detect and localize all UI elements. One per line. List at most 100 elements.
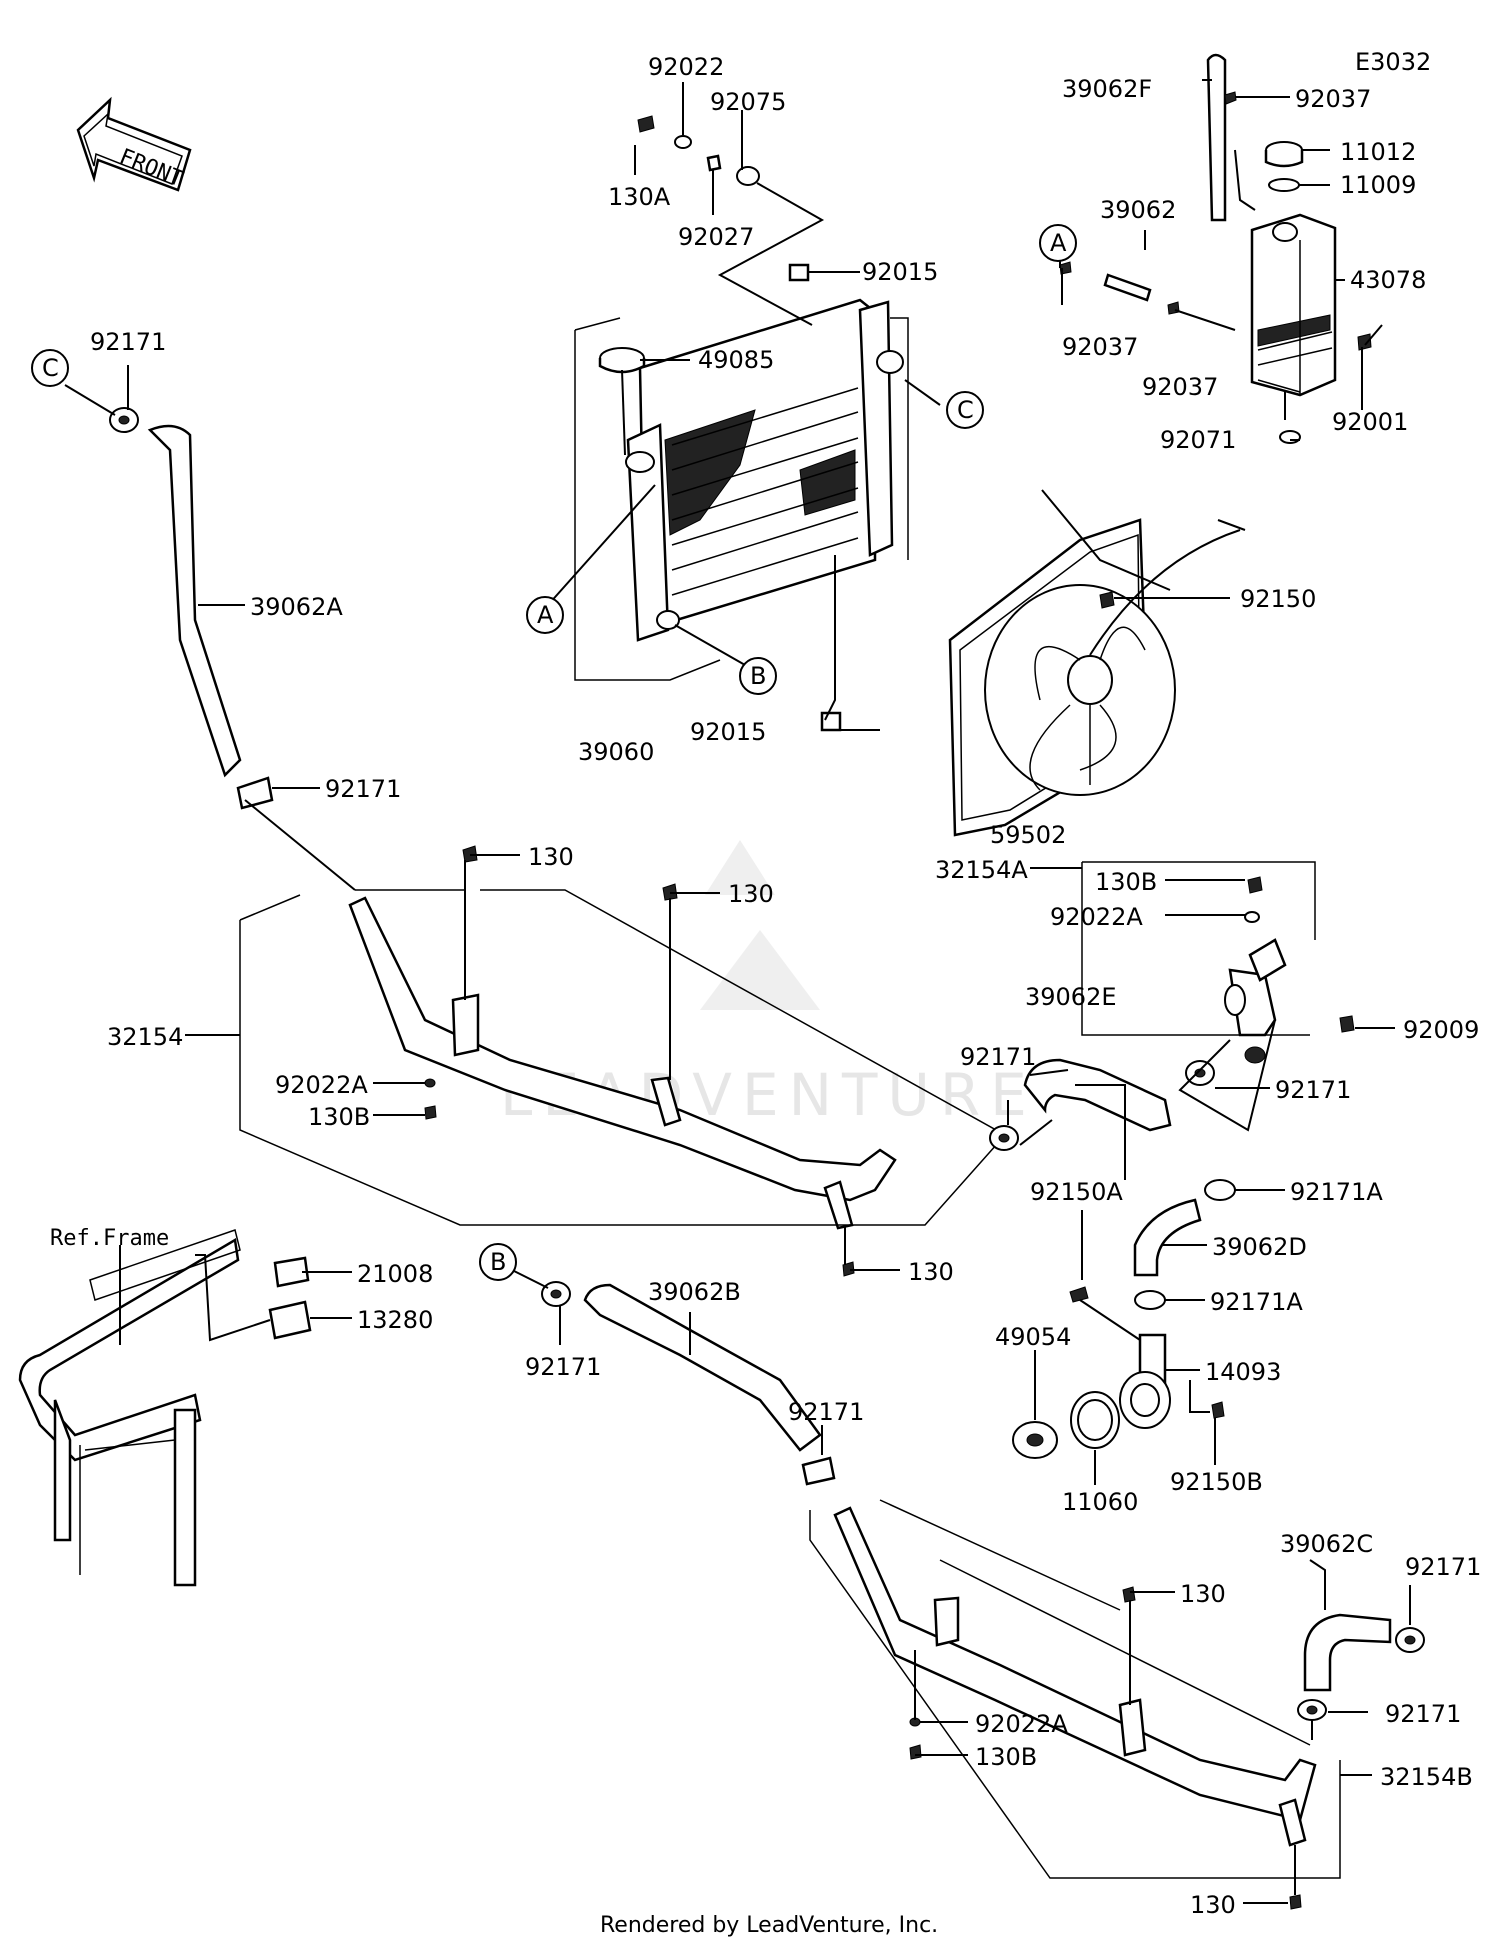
label-92015-bottom: 92015 bbox=[690, 718, 766, 746]
label-32154A: 32154A bbox=[935, 856, 1028, 884]
label-130-1: 130 bbox=[528, 843, 574, 871]
coolant-pipe-a[interactable] bbox=[1224, 938, 1287, 1037]
reference-frame bbox=[18, 1229, 241, 1587]
label-92037-mid: 92037 bbox=[1142, 373, 1218, 401]
label-49085: 49085 bbox=[698, 346, 774, 374]
label-130B-3: 130B bbox=[975, 1743, 1037, 1771]
hose-39062E[interactable] bbox=[1023, 1058, 1172, 1132]
label-92150A: 92150A bbox=[1030, 1178, 1123, 1206]
hose-clamp-e2[interactable] bbox=[1185, 1060, 1215, 1086]
overflow-hose[interactable] bbox=[1206, 53, 1227, 222]
reservoir-hose[interactable] bbox=[1103, 273, 1152, 302]
hose-39062D[interactable] bbox=[1133, 1198, 1202, 1277]
radiator[interactable] bbox=[574, 298, 909, 681]
label-92150: 92150 bbox=[1240, 585, 1316, 613]
hose-clamp-c3[interactable] bbox=[1297, 1699, 1327, 1721]
upper-radiator-hose[interactable] bbox=[147, 424, 242, 778]
label-130B-1: 130B bbox=[308, 1103, 370, 1131]
label-92022A-1: 92022A bbox=[275, 1071, 368, 1099]
label-130-3: 130 bbox=[908, 1258, 954, 1286]
label-92001: 92001 bbox=[1332, 408, 1408, 436]
label-11060: 11060 bbox=[1062, 1488, 1138, 1516]
label-39062: 39062 bbox=[1100, 196, 1176, 224]
label-92009: 92009 bbox=[1403, 1016, 1479, 1044]
label-92037-top: 92037 bbox=[1295, 85, 1371, 113]
label-39062F: 39062F bbox=[1062, 75, 1152, 103]
label-130-4: 130 bbox=[1180, 1580, 1226, 1608]
label-92015-top: 92015 bbox=[862, 258, 938, 286]
label-92171-c: 92171 bbox=[90, 328, 166, 356]
ref-circle-b-radiator: B bbox=[739, 657, 777, 695]
ref-circle-a-left: A bbox=[526, 596, 564, 634]
relay-13280[interactable] bbox=[268, 1300, 312, 1340]
label-39062D: 39062D bbox=[1212, 1233, 1307, 1261]
ref-circle-c-radiator: C bbox=[946, 391, 984, 429]
hose-clamp-a2[interactable] bbox=[1134, 1290, 1166, 1310]
radiator-cap[interactable] bbox=[598, 347, 646, 374]
label-13280: 13280 bbox=[357, 1306, 433, 1334]
label-43078: 43078 bbox=[1350, 266, 1426, 294]
footer-credit: Rendered by LeadVenture, Inc. bbox=[600, 1913, 938, 1938]
hose-39062C[interactable] bbox=[1303, 1613, 1392, 1692]
hose-clamp-e[interactable] bbox=[989, 1125, 1019, 1151]
label-92022A-3: 92022A bbox=[975, 1710, 1068, 1738]
leader-lines bbox=[64, 79, 1411, 1904]
label-130A: 130A bbox=[608, 183, 671, 211]
label-130-5: 130 bbox=[1190, 1891, 1236, 1919]
front-arrow: FRONT bbox=[76, 96, 192, 192]
label-92171A-2: 92171A bbox=[1210, 1288, 1303, 1316]
thermostat[interactable] bbox=[1012, 1421, 1058, 1459]
label-39062A: 39062A bbox=[250, 593, 343, 621]
cap-gasket[interactable] bbox=[1268, 178, 1300, 192]
label-92171-a: 92171 bbox=[325, 775, 401, 803]
relay-21008[interactable] bbox=[273, 1256, 310, 1288]
label-130-2: 130 bbox=[728, 880, 774, 908]
svg-text:B: B bbox=[490, 1248, 506, 1276]
thermostat-housing[interactable] bbox=[1119, 1333, 1171, 1429]
label-92027: 92027 bbox=[678, 223, 754, 251]
part-labels: 92022 92075 130A 92027 92015 49085 39060… bbox=[50, 53, 1481, 1919]
label-92171-b2: 92171 bbox=[788, 1398, 864, 1426]
label-92150B: 92150B bbox=[1170, 1468, 1263, 1496]
reservoir-cap[interactable] bbox=[1264, 141, 1304, 168]
hose-clamp-b[interactable] bbox=[541, 1281, 571, 1307]
label-92171-e: 92171 bbox=[960, 1043, 1036, 1071]
lower-radiator-hose[interactable] bbox=[583, 1283, 822, 1452]
reservoir-tank[interactable] bbox=[1250, 213, 1337, 397]
label-39062E: 39062E bbox=[1025, 983, 1117, 1011]
label-92037-left: 92037 bbox=[1062, 333, 1138, 361]
label-92022A-2: 92022A bbox=[1050, 903, 1143, 931]
label-49054: 49054 bbox=[995, 1323, 1071, 1351]
label-92171-e2: 92171 bbox=[1275, 1076, 1351, 1104]
svg-text:C: C bbox=[42, 354, 59, 382]
hose-clamp-a1[interactable] bbox=[1204, 1179, 1236, 1201]
ref-frame-label: Ref.Frame bbox=[50, 1226, 169, 1251]
label-130B-2: 130B bbox=[1095, 868, 1157, 896]
label-92171-b: 92171 bbox=[525, 1353, 601, 1381]
label-11009: 11009 bbox=[1340, 171, 1416, 199]
diagram-code: E3032 bbox=[1355, 48, 1431, 76]
coolant-pipe-b[interactable] bbox=[833, 1506, 1317, 1847]
label-92171-c2: 92171 bbox=[1405, 1553, 1481, 1581]
svg-text:B: B bbox=[750, 662, 766, 690]
label-92171A-1: 92171A bbox=[1290, 1178, 1383, 1206]
svg-text:A: A bbox=[537, 601, 554, 629]
label-21008: 21008 bbox=[357, 1260, 433, 1288]
hose-clamp-b2[interactable] bbox=[801, 1456, 836, 1486]
label-39060: 39060 bbox=[578, 738, 654, 766]
ref-circle-a-right: A bbox=[1039, 224, 1077, 262]
hose-clamp-c[interactable] bbox=[109, 407, 139, 433]
hose-clamp-a[interactable] bbox=[236, 776, 274, 810]
label-59502: 59502 bbox=[990, 821, 1066, 849]
cooling-fan-assembly[interactable] bbox=[948, 518, 1246, 837]
label-39062C: 39062C bbox=[1280, 1530, 1373, 1558]
reservoir-grommet[interactable] bbox=[1279, 430, 1301, 444]
label-92022: 92022 bbox=[648, 53, 724, 81]
svg-text:C: C bbox=[957, 396, 974, 424]
thermostat-gasket[interactable] bbox=[1070, 1391, 1120, 1449]
label-92075: 92075 bbox=[710, 88, 786, 116]
ref-circle-b-hose: B bbox=[479, 1243, 517, 1281]
hose-clamp-c2[interactable] bbox=[1395, 1627, 1425, 1653]
svg-text:A: A bbox=[1050, 229, 1067, 257]
